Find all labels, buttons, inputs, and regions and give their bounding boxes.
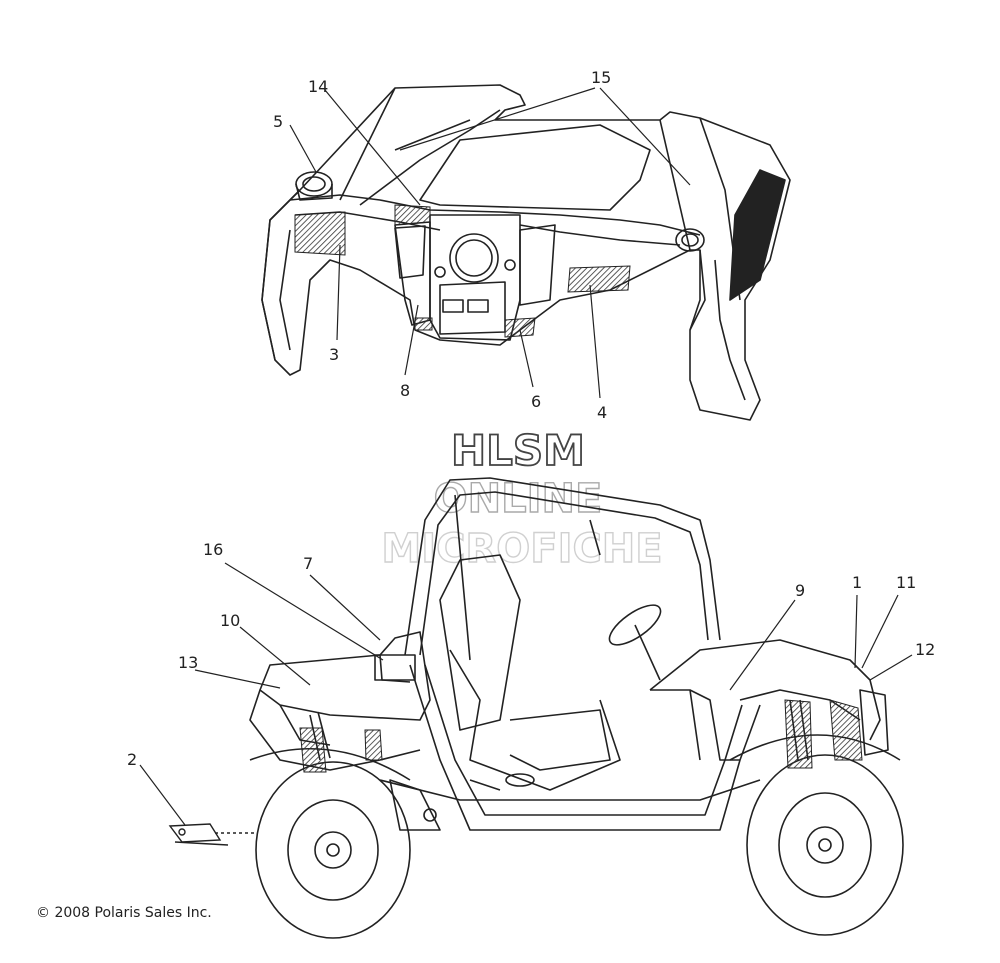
callout-5: 5 [273, 112, 283, 131]
watermark: HLSM ONLINE MICROFICHE [381, 425, 664, 573]
callout-12: 12 [915, 640, 935, 659]
callout-7: 7 [303, 554, 313, 573]
callout-2: 2 [127, 750, 137, 769]
callout-13: 13 [178, 653, 198, 672]
callout-4: 4 [597, 403, 607, 422]
dark-hardware [299, 699, 863, 773]
watermark-line-3: MICROFICHE [381, 526, 662, 572]
callout-10: 10 [220, 611, 240, 630]
copyright-notice: © 2008 Polaris Sales Inc. [36, 905, 212, 921]
callout-3: 3 [329, 345, 339, 364]
callout-9: 9 [795, 581, 805, 600]
callout-1: 1 [852, 573, 862, 592]
callout-15: 15 [591, 68, 611, 87]
callout-16: 16 [203, 540, 223, 559]
leader-lines-bottom [139, 562, 913, 826]
callout-numbers: 1 2 3 4 5 6 7 8 9 10 11 12 13 14 15 16 [127, 68, 935, 769]
leader-lines-top [289, 87, 691, 399]
callout-11: 11 [896, 573, 916, 592]
decal-2-part [168, 823, 255, 846]
callout-8: 8 [400, 381, 410, 400]
decal-areas-top [294, 204, 631, 338]
callout-14: 14 [308, 77, 328, 96]
watermark-line-1: HLSM [451, 426, 585, 475]
callout-6: 6 [531, 392, 541, 411]
